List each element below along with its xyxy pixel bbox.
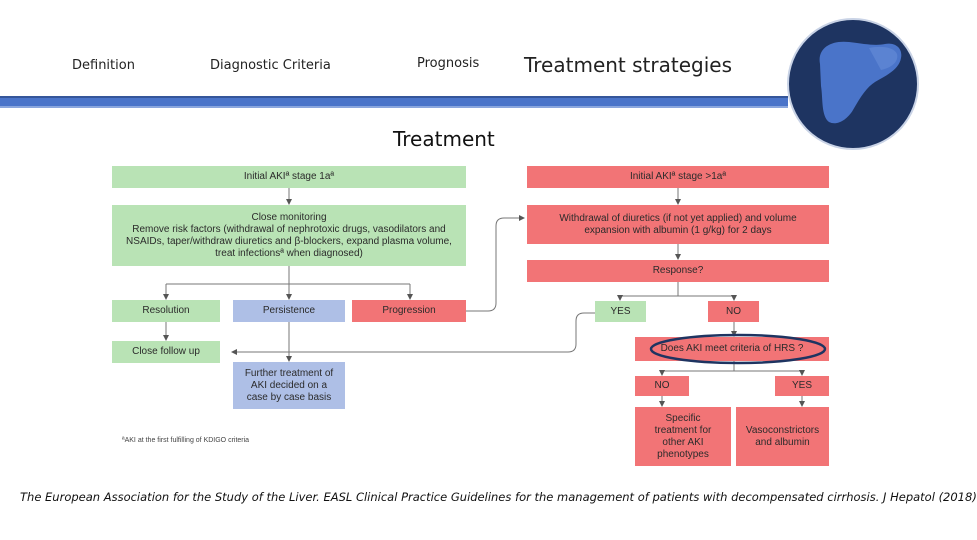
further-treatment-box: Further treatment of AKI decided on a ca… [233,362,345,409]
persistence-box: Persistence [233,300,345,322]
nav-treatment-strategies[interactable]: Treatment strategies [524,53,732,77]
specific-treatment-box: Specific treatment for other AKI phenoty… [635,407,731,466]
header-accent-bar [0,96,788,108]
nav-diagnostic-criteria[interactable]: Diagnostic Criteria [210,58,331,73]
hrs-yes-box: YES [775,376,829,396]
right-initial-box: Initial AKIª stage >1aª [527,166,829,188]
section-title: Treatment [393,127,495,151]
nav-prognosis[interactable]: Prognosis [417,56,480,71]
hrs-no-box: NO [635,376,689,396]
logo [787,18,919,150]
withdrawal-box: Withdrawal of diuretics (if not yet appl… [527,205,829,244]
resolution-box: Resolution [112,300,220,322]
hrs-highlight-ellipse [649,333,827,365]
response-yes-box: YES [595,301,646,322]
flowchart-footnote: ªAKI at the first fulfilling of KDIGO cr… [122,437,250,444]
progression-box: Progression [352,300,466,322]
citation: The European Association for the Study o… [20,490,977,504]
close-follow-up-box: Close follow up [112,341,220,363]
response-no-box: NO [708,301,759,322]
liver-icon [819,41,902,124]
close-monitoring-box: Close monitoring Remove risk factors (wi… [112,205,466,266]
nav-definition[interactable]: Definition [72,58,135,73]
left-initial-box: Initial AKIª stage 1aª [112,166,466,188]
response-box: Response? [527,260,829,282]
vasoconstrictors-box: Vasoconstrictors and albumin [736,407,829,466]
